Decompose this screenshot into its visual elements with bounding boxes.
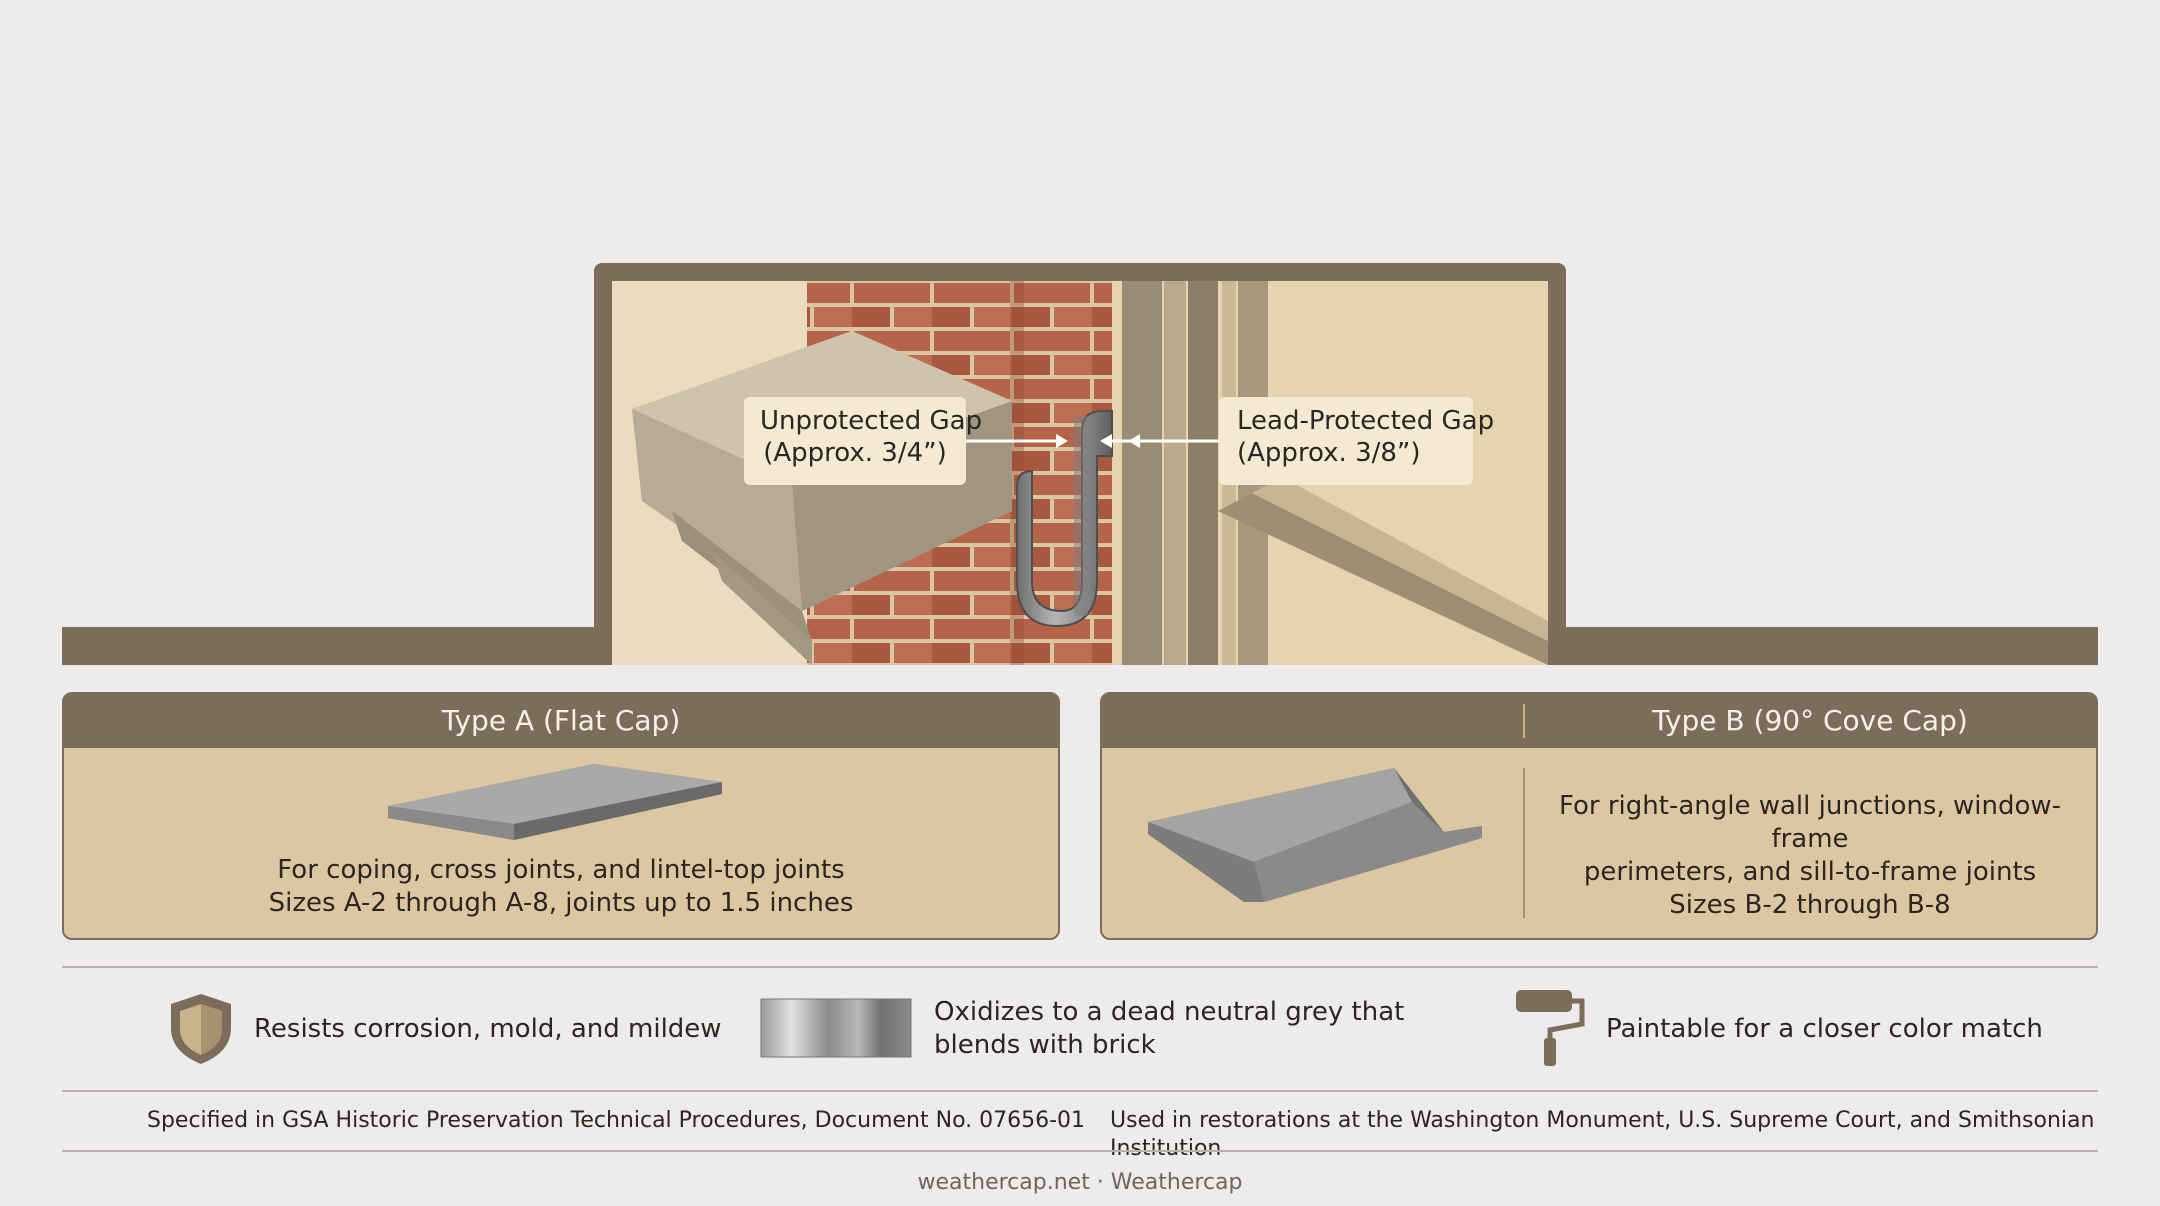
card-text-line: perimeters, and sill-to-frame joints	[1583, 857, 2037, 887]
footnote-restorations: Used in restorations at the Washington M…	[1110, 1108, 2095, 1161]
divider-line	[62, 966, 2098, 968]
card-title: Type B (90° Cove Cap)	[1652, 704, 1968, 737]
card-body: For coping, cross joints, and lintel-top…	[64, 748, 1058, 938]
card-header: Type A (Flat Cap)	[64, 694, 1058, 748]
card-body: For right-angle wall junctions, window-f…	[1102, 748, 2096, 938]
callout-line: (Approx. 3/8”)	[1237, 438, 1421, 468]
body-divider	[1523, 768, 1525, 918]
footnote-gsa: Specified in GSA Historic Preservation T…	[147, 1108, 1086, 1133]
card-description: For right-angle wall junctions, window-f…	[1524, 790, 2096, 922]
card-title: Type A (Flat Cap)	[441, 704, 681, 737]
header-divider	[1523, 704, 1525, 738]
unprotected-gap-callout: Unprotected Gap (Approx. 3/4”)	[744, 397, 983, 485]
type-a-card: Type A (Flat Cap) For coping, cross join…	[62, 692, 1060, 940]
shield-icon	[171, 994, 231, 1064]
card-description: For coping, cross joints, and lintel-top…	[64, 854, 1058, 920]
card-text-line: For coping, cross joints, and lintel-top…	[277, 855, 845, 885]
flat-cap-icon	[388, 764, 722, 840]
card-text-line: For right-angle wall junctions, window-f…	[1558, 791, 2062, 854]
paint-roller-icon	[1516, 990, 1585, 1066]
feature-text-line: blends with brick	[934, 1030, 1156, 1060]
grey-swatch-icon	[760, 998, 912, 1058]
card-text-line: Sizes A-2 through A-8, joints up to 1.5 …	[268, 888, 854, 918]
card-text-line: Sizes B-2 through B-8	[1669, 890, 1951, 920]
callout-line: Unprotected Gap	[760, 406, 983, 436]
divider-line	[62, 1090, 2098, 1092]
callout-line: Lead-Protected Gap	[1237, 406, 1495, 436]
brand-footer: weathercap.net · Weathercap	[917, 1170, 1243, 1195]
feature-text-line: Oxidizes to a dead neutral grey that	[934, 997, 1405, 1027]
cove-cap-icon	[1148, 768, 1482, 902]
type-b-card: Type B (90° Cove Cap) For right-angle wa…	[1100, 692, 2098, 940]
feature-paintable: Paintable for a closer color match	[1606, 1014, 2043, 1044]
feature-corrosion: Resists corrosion, mold, and mildew	[254, 1014, 722, 1044]
divider-line	[62, 1150, 2098, 1152]
callout-line: (Approx. 3/4”)	[763, 438, 947, 468]
lead-protected-gap-callout: Lead-Protected Gap (Approx. 3/8”)	[1219, 397, 1495, 485]
card-header: Type B (90° Cove Cap)	[1102, 694, 2096, 748]
feature-oxidizes: Oxidizes to a dead neutral grey that ble…	[934, 996, 1404, 1062]
